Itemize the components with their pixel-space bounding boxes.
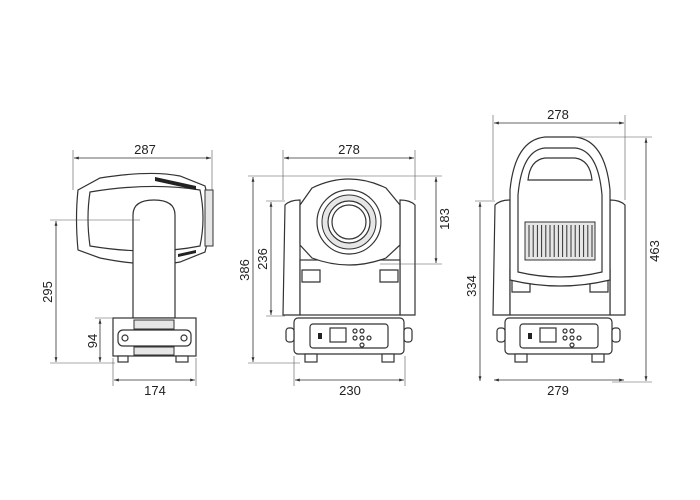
side-base-height-label: 94 xyxy=(85,334,100,348)
rear-view: 278 463 334 279 xyxy=(464,107,662,398)
front-view: 278 386 236 183 230 xyxy=(237,142,452,398)
side-view: 287 295 94 174 xyxy=(40,142,214,398)
side-height-label: 295 xyxy=(40,281,55,303)
front-head-height-label: 183 xyxy=(437,208,452,230)
front-head xyxy=(299,178,401,266)
rear-head xyxy=(509,136,611,287)
rear-width-label: 278 xyxy=(547,107,569,122)
front-yoke-height-label: 236 xyxy=(255,248,270,270)
rear-base xyxy=(496,317,621,363)
front-dimensions: 278 386 236 183 230 xyxy=(237,142,452,398)
side-dimensions: 287 295 94 174 xyxy=(40,142,213,398)
front-base xyxy=(285,317,413,363)
rear-display xyxy=(539,327,557,343)
side-base-width-label: 174 xyxy=(144,383,166,398)
rear-vent-grille xyxy=(524,221,596,261)
side-arm xyxy=(132,199,176,319)
rear-dimensions: 278 463 334 279 xyxy=(464,107,662,398)
front-yoke xyxy=(282,199,416,316)
rear-total-height-label: 463 xyxy=(647,240,662,262)
front-display xyxy=(329,327,347,343)
rear-yoke-height-label: 334 xyxy=(464,275,479,297)
front-width-label: 278 xyxy=(338,142,360,157)
front-base-width-label: 230 xyxy=(339,383,361,398)
side-base xyxy=(112,317,197,363)
side-width-label: 287 xyxy=(134,142,156,157)
front-total-height-label: 386 xyxy=(237,259,252,281)
rear-base-width-label: 279 xyxy=(547,383,569,398)
